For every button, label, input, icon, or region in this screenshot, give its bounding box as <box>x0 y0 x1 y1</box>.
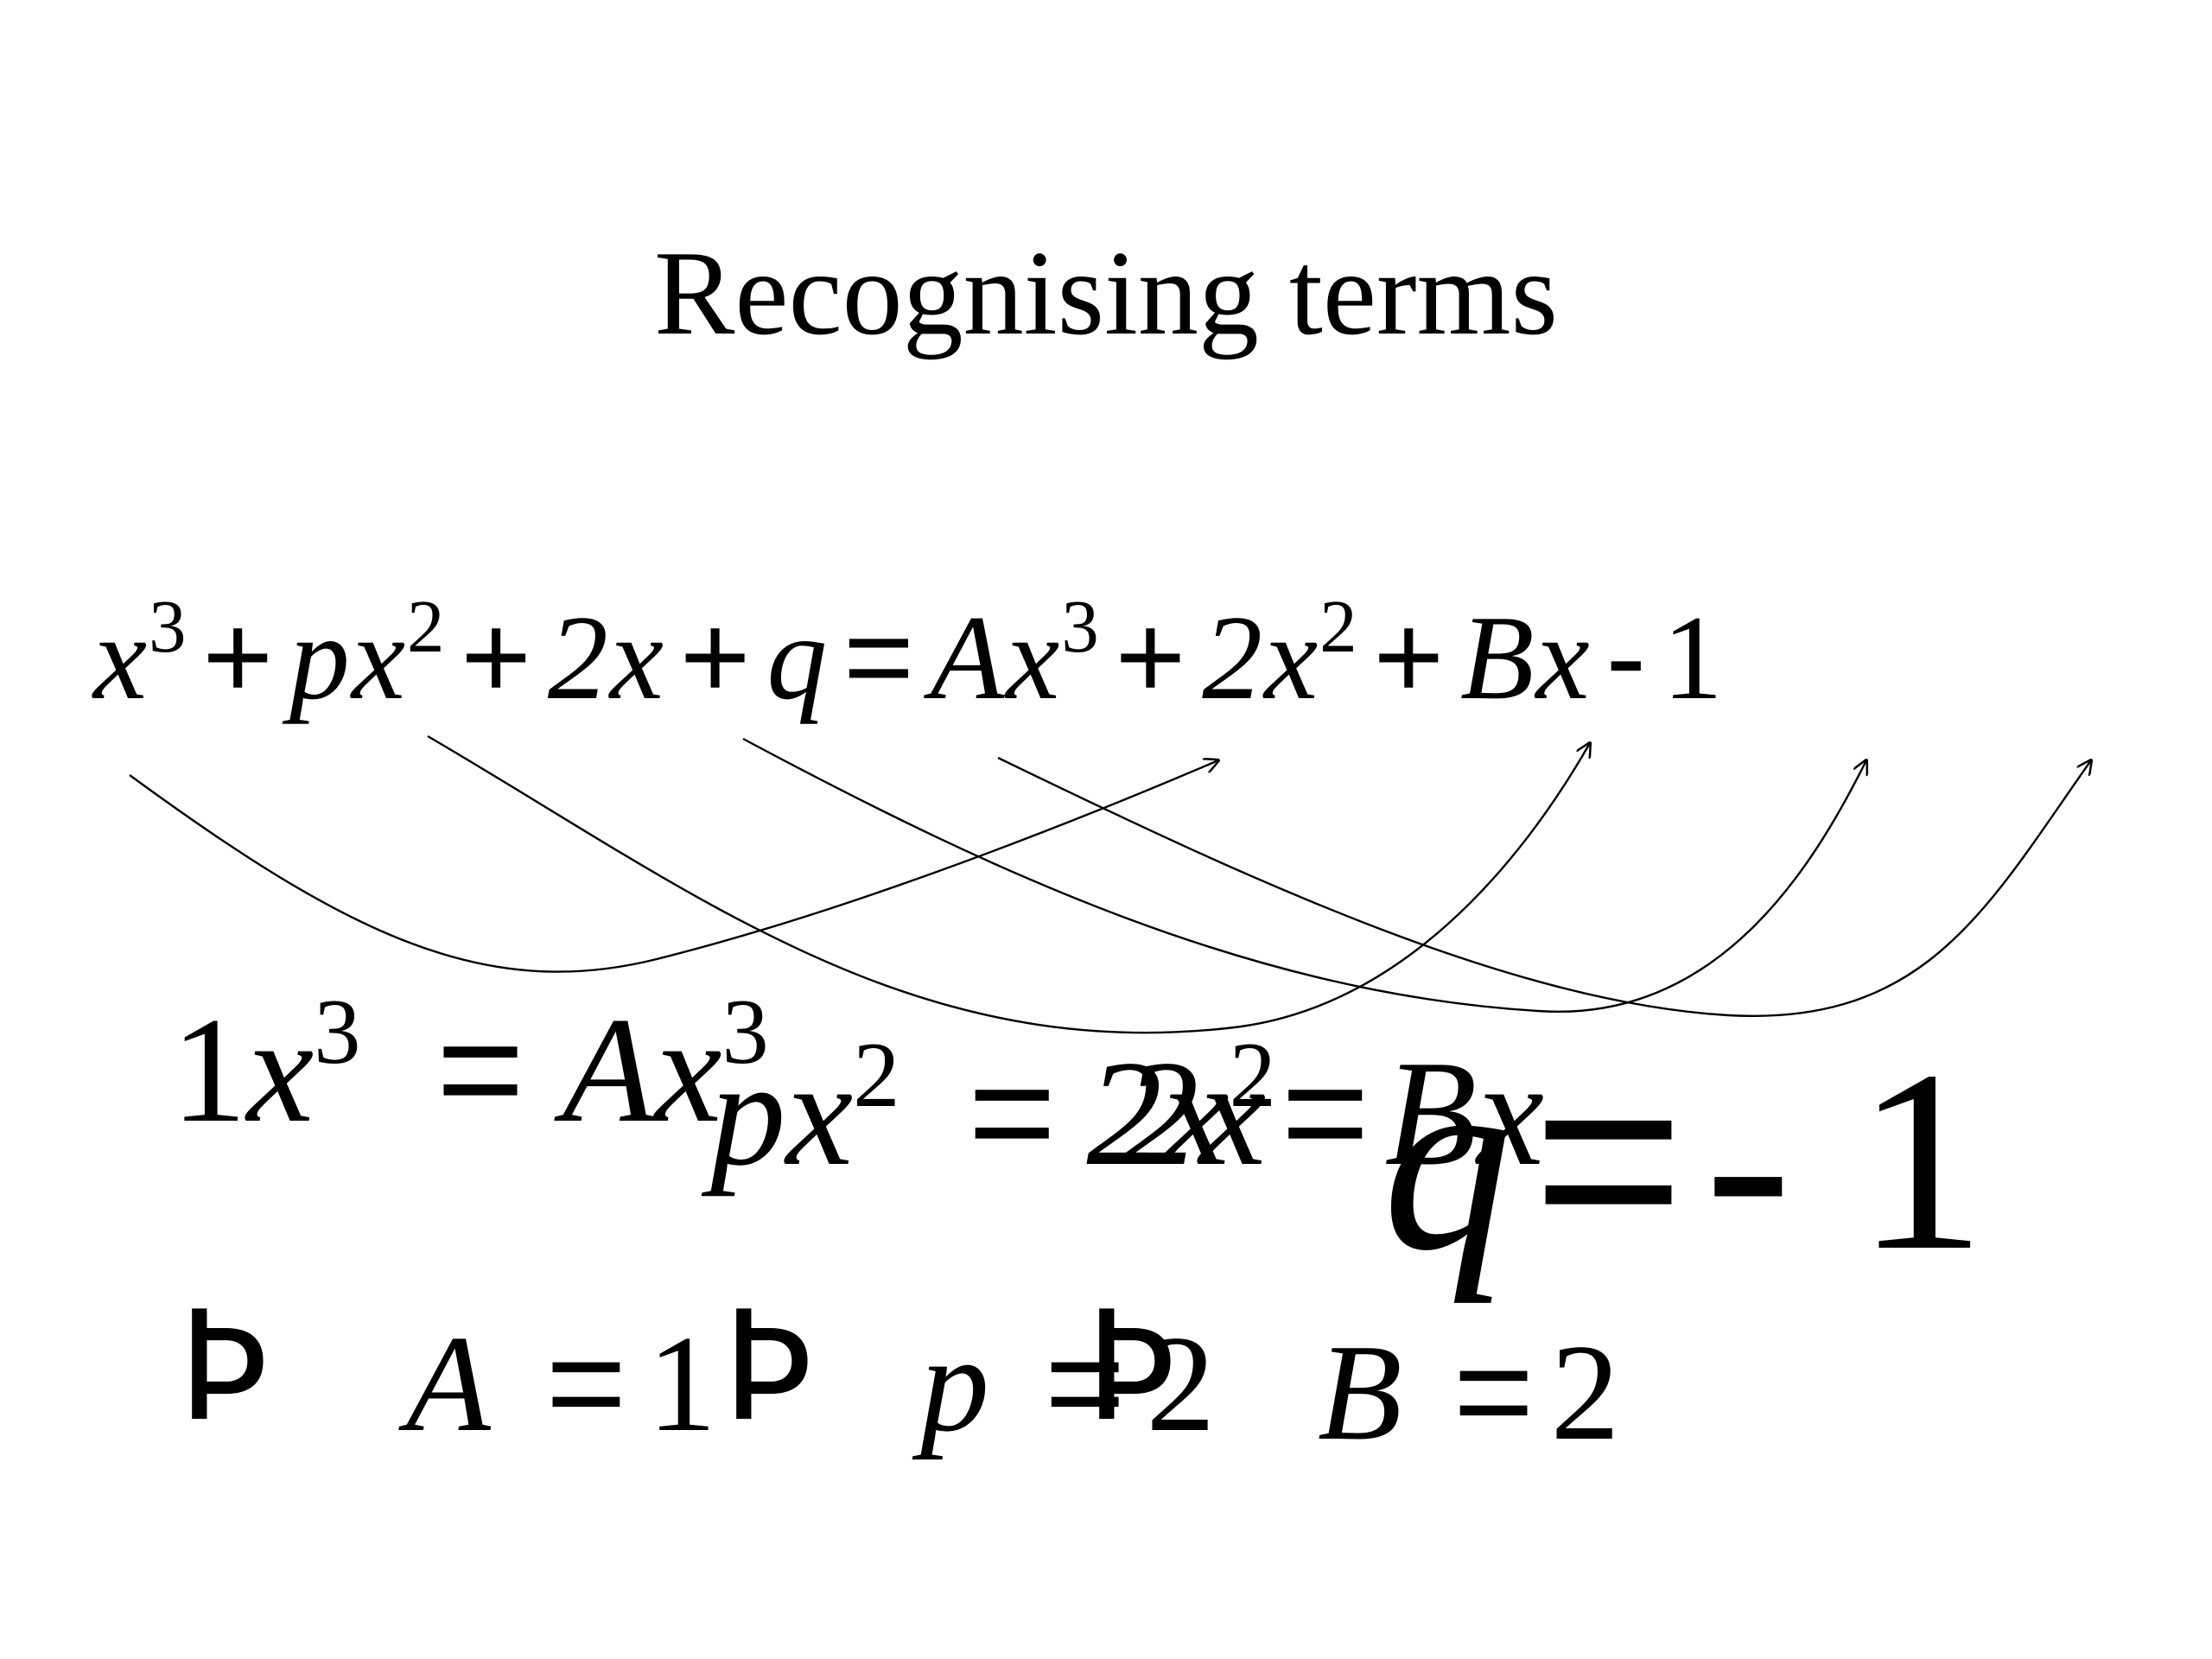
comparison-x: 2x=Bx <box>1123 1028 1544 1197</box>
arrow-q-to-minus1 <box>997 756 2091 1018</box>
lhs-term-2: px2 <box>289 585 447 725</box>
operator: + <box>202 588 276 724</box>
comparison-constant: q=- 1 <box>1382 1013 1986 1304</box>
operator: + <box>1373 588 1446 724</box>
rhs-term-4: 1 <box>1662 591 1725 725</box>
result-B: B =2 <box>1318 1313 1620 1469</box>
implies-symbol: Þ <box>1084 1280 1176 1455</box>
rhs-term-1: Ax3 <box>930 585 1101 725</box>
operator: + <box>461 588 534 724</box>
equals-sign: = <box>843 588 916 724</box>
arrow-x3-to-Ax3 <box>129 760 1218 973</box>
lhs-term-1: x3 <box>93 585 188 725</box>
rhs-term-3: Bx <box>1460 591 1592 725</box>
operator: - <box>1605 588 1649 724</box>
implies-symbol: Þ <box>721 1280 813 1455</box>
implies-symbol: Þ <box>177 1280 269 1455</box>
rhs-term-2: 2x2 <box>1202 585 1359 725</box>
arrow-2x-to-Bx <box>742 737 1866 1014</box>
main-equation: x3+px2+2x+q=Ax3+2x2+Bx-1 <box>93 589 1725 719</box>
result-A: A =1 <box>406 1305 717 1460</box>
lhs-term-3: 2x <box>547 591 665 725</box>
comparison-x3: 1x3 =Ax3 <box>171 979 769 1154</box>
slide-title: Recognising terms <box>654 226 1558 360</box>
lhs-term-4: q <box>766 591 830 725</box>
result-p: p =2 <box>920 1305 1216 1460</box>
comparison-x2: px2 =2x2 <box>710 1022 1276 1197</box>
operator: + <box>1115 588 1188 724</box>
operator: + <box>679 588 753 724</box>
